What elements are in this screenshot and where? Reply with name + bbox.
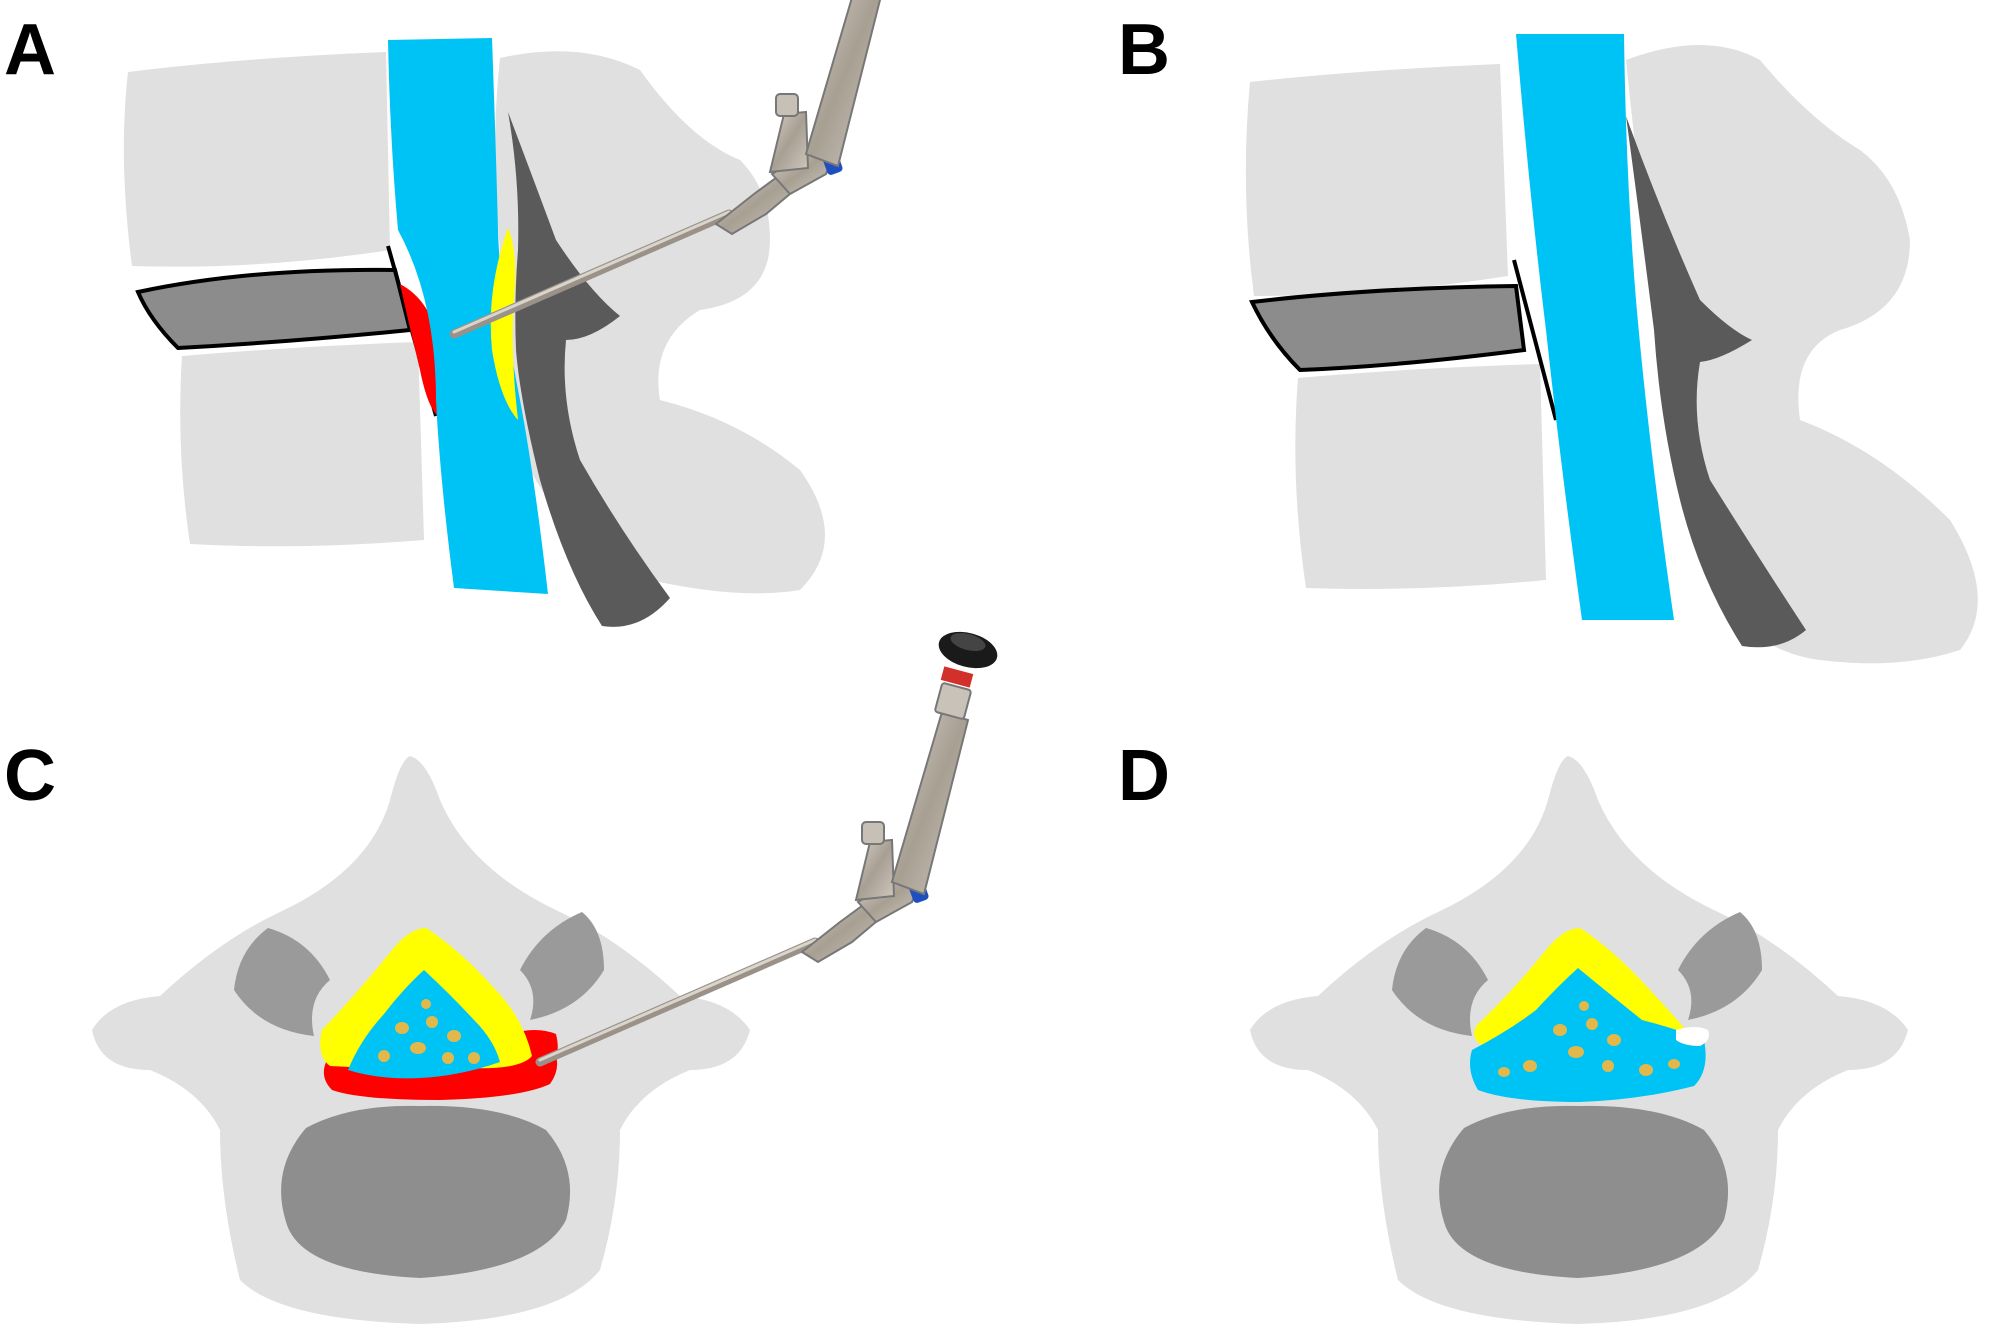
- panel-b: B: [1118, 10, 1978, 664]
- vertebral-body-axial: [281, 1105, 571, 1278]
- posterior-longitudinal-ligament: [1512, 259, 1558, 421]
- panel-c-label: C: [4, 736, 56, 816]
- right-lamina: [1678, 912, 1762, 1020]
- left-lamina: [1392, 928, 1488, 1036]
- right-lamina: [520, 912, 604, 1020]
- nerve-rootlets: [378, 999, 480, 1064]
- panel-d: D: [1118, 736, 1908, 1324]
- lower-vertebral-body: [180, 342, 424, 547]
- panel-a-label: A: [4, 10, 56, 90]
- panel-b-label: B: [1118, 10, 1170, 90]
- disc-herniation: [400, 284, 442, 418]
- dural-sac: [388, 38, 548, 594]
- left-lamina: [234, 928, 330, 1036]
- vertebral-body-axial: [1439, 1105, 1729, 1278]
- upper-vertebral-body: [1245, 64, 1508, 296]
- panel-c: C: [4, 626, 1001, 1324]
- panel-d-label: D: [1118, 736, 1170, 816]
- decompression-margin: [1676, 1027, 1709, 1046]
- nerve-rootlets: [1498, 1001, 1680, 1077]
- lower-vertebral-body: [1295, 364, 1546, 589]
- upper-vertebral-body: [123, 52, 390, 267]
- dural-sac: [1516, 34, 1674, 620]
- panel-a: A: [4, 0, 915, 627]
- facet-lamina: [508, 112, 670, 627]
- intervertebral-disc: [135, 267, 413, 351]
- intervertebral-disc: [1249, 283, 1527, 373]
- facet-lamina: [1626, 116, 1806, 648]
- ligamentum-flavum: [490, 228, 518, 420]
